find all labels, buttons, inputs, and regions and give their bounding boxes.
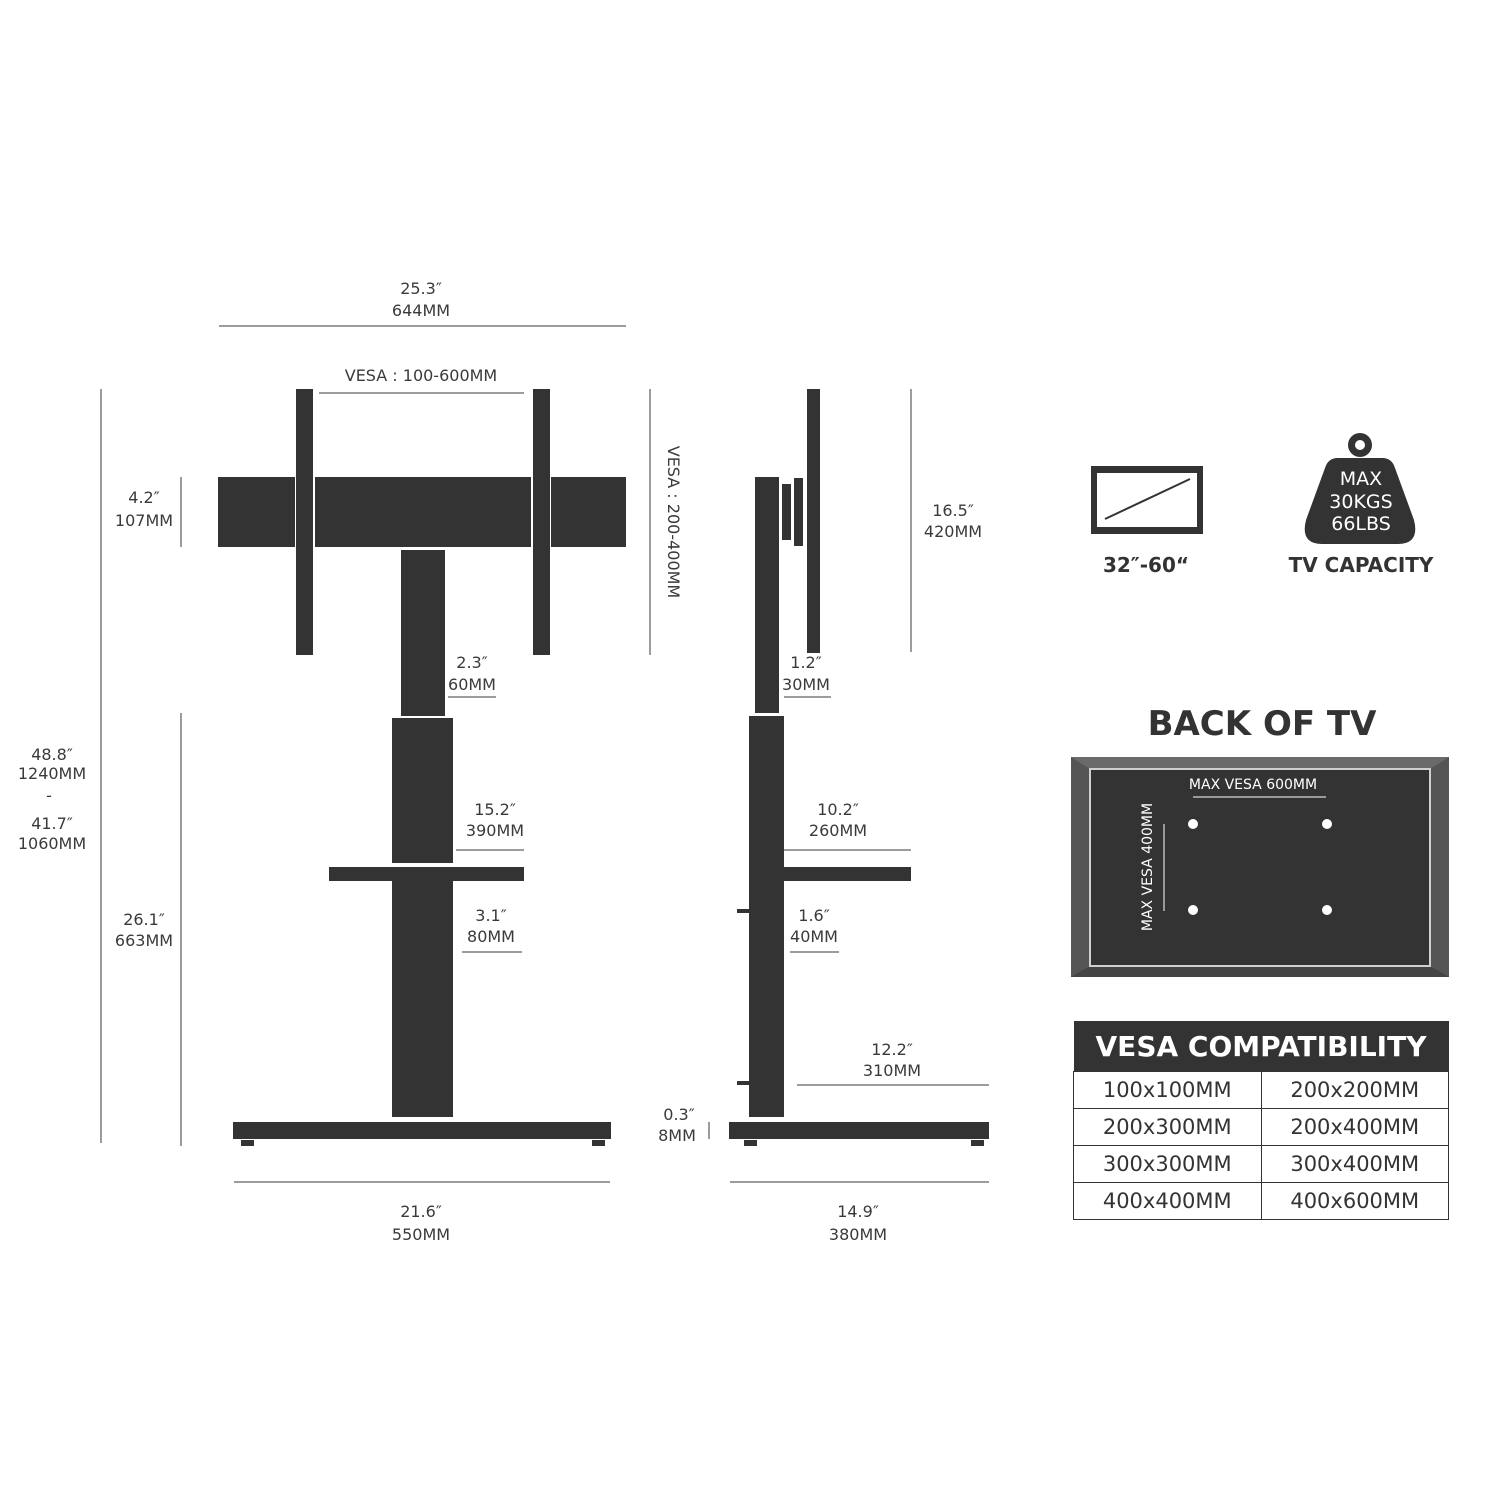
bracket-height-mm: 107MM (115, 511, 173, 530)
vesa-hole (1322, 905, 1332, 915)
plate-height-mm: 420MM (924, 522, 982, 541)
base-front-in: 12.2″ (871, 1040, 913, 1059)
side-foot-left (744, 1140, 757, 1146)
mount-plate-left (296, 389, 313, 655)
max-vesa-horizontal: MAX VESA 600MM (1189, 777, 1317, 793)
front-base (233, 1122, 611, 1139)
shelf-depth-mm: 260MM (809, 821, 867, 840)
total-height-separator: - (46, 786, 52, 805)
base-width-in: 21.6″ (400, 1202, 442, 1221)
side-upper-pole (755, 477, 779, 713)
side-mount-plate (807, 389, 820, 653)
weight-kgs: 30KGS (1329, 491, 1392, 513)
weight-lbs: 66LBS (1331, 513, 1391, 535)
side-bracket-2 (794, 478, 803, 546)
table-cell: 200x200MM (1260, 1071, 1449, 1109)
back-of-tv-title: BACK OF TV (1148, 704, 1378, 744)
overall-width-mm: 644MM (392, 301, 450, 320)
bracket-left-arm (218, 477, 295, 547)
side-pin-lower (737, 1081, 750, 1085)
side-base (729, 1122, 989, 1139)
tv-back-panel (1089, 768, 1431, 967)
plate-height-in: 16.5″ (932, 501, 974, 520)
shelf-height-in: 26.1″ (123, 910, 165, 929)
side-bracket-1 (782, 484, 791, 540)
lower-column-top (392, 718, 453, 863)
table-cell: 200x300MM (1073, 1108, 1262, 1146)
bracket-height-in: 4.2″ (128, 488, 159, 507)
weight-max: MAX (1340, 468, 1382, 490)
base-thickness-mm: 8MM (658, 1126, 696, 1145)
table-cell: 400x600MM (1260, 1182, 1449, 1220)
shelf-depth-in: 10.2″ (817, 800, 859, 819)
base-depth-mm: 380MM (829, 1225, 887, 1244)
pole-width-in: 2.3″ (456, 653, 487, 672)
mount-plate-right (533, 389, 550, 655)
weight-icon (1304, 458, 1416, 544)
vesa-hole (1188, 905, 1198, 915)
side-pin-upper (737, 909, 750, 913)
table-row: 200x300MM 200x400MM (1073, 1108, 1449, 1146)
table-cell: 400x400MM (1073, 1182, 1262, 1220)
table-cell: 100x100MM (1073, 1071, 1262, 1109)
lower-pole-width-mm: 80MM (467, 927, 515, 946)
bracket-center (315, 477, 531, 547)
total-height-max-in: 48.8″ (31, 745, 73, 764)
table-row: 100x100MM 200x200MM (1073, 1071, 1449, 1109)
side-lower-pole (749, 716, 784, 1117)
total-height-min-mm: 1060MM (18, 834, 86, 853)
shelf-width-in: 15.2″ (474, 800, 516, 819)
screen-size-label: 32″-60“ (1103, 553, 1189, 577)
base-front-mm: 310MM (863, 1061, 921, 1080)
table-cell: 200x400MM (1260, 1108, 1449, 1146)
front-foot-left (241, 1140, 254, 1146)
side-shelf (784, 867, 911, 881)
vesa-vertical-label: VESA : 200-400MM (664, 446, 683, 598)
table-cell: 300x400MM (1260, 1145, 1449, 1183)
shelf-height-mm: 663MM (115, 931, 173, 950)
pole-lower-depth-in: 1.6″ (798, 906, 829, 925)
vesa-horizontal-label: VESA : 100-600MM (345, 366, 497, 385)
side-foot-right (971, 1140, 984, 1146)
vesa-table-title: VESA COMPATIBILITY (1073, 1021, 1449, 1072)
max-vesa-vertical: MAX VESA 400MM (1140, 803, 1156, 931)
total-height-min-in: 41.7″ (31, 814, 73, 833)
table-row: 300x300MM 300x400MM (1073, 1145, 1449, 1183)
weight-capacity-spec: MAX 30KGS 66LBS TV CAPACITY (1289, 433, 1434, 577)
base-thickness-in: 0.3″ (663, 1105, 694, 1124)
front-view: 25.3″ 644MM VESA : 100-600MM VESA : 200-… (18, 279, 683, 1244)
pole-depth-in: 1.2″ (790, 653, 821, 672)
vesa-compatibility-table: VESA COMPATIBILITY 100x100MM 200x200MM 2… (1073, 1021, 1449, 1220)
shelf (329, 867, 524, 881)
back-of-tv: BACK OF TV MAX VESA 600MM MAX VESA 400MM (1071, 704, 1449, 977)
bracket-right-arm (551, 477, 626, 547)
capacity-label: TV CAPACITY (1289, 553, 1434, 577)
screen-size-spec: 32″-60“ (1091, 466, 1203, 577)
lower-pole-width-in: 3.1″ (475, 906, 506, 925)
shelf-width-mm: 390MM (466, 821, 524, 840)
table-cell: 300x300MM (1073, 1145, 1262, 1183)
pole-lower-depth-mm: 40MM (790, 927, 838, 946)
base-depth-in: 14.9″ (837, 1202, 879, 1221)
vesa-hole (1188, 819, 1198, 829)
overall-width-in: 25.3″ (400, 279, 442, 298)
pole-depth-mm: 30MM (782, 675, 830, 694)
table-row: 400x400MM 400x600MM (1073, 1182, 1449, 1220)
total-height-max-mm: 1240MM (18, 764, 86, 783)
base-width-mm: 550MM (392, 1225, 450, 1244)
pole-width-mm: 60MM (448, 675, 496, 694)
lower-column-bottom (392, 881, 453, 1117)
side-view: 16.5″ 420MM 1.2″ 30MM 10.2″ 260MM 1.6″ 4… (658, 389, 989, 1244)
upper-pole (401, 550, 445, 716)
vesa-hole (1322, 819, 1332, 829)
front-foot-right (592, 1140, 605, 1146)
